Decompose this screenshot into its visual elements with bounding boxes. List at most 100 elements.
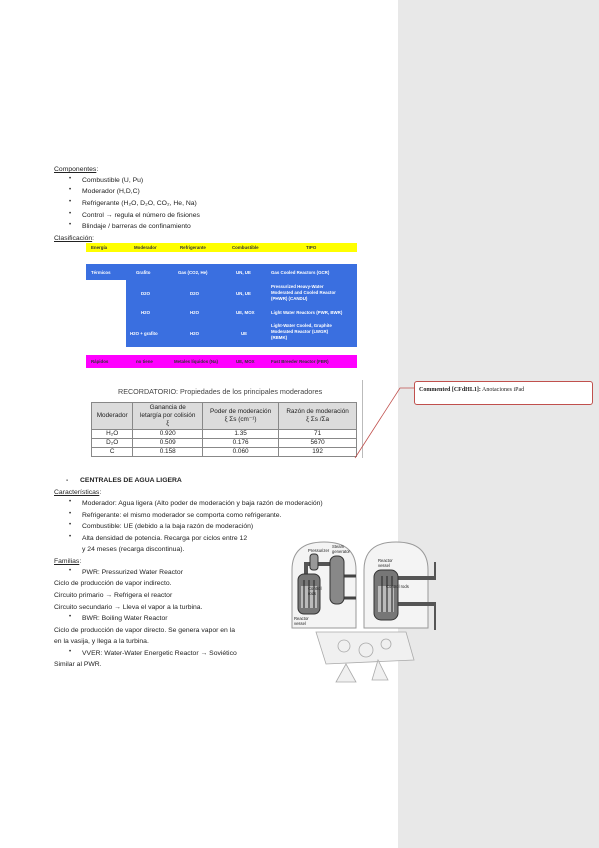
- table-cell: C: [90, 447, 134, 457]
- list-item-continuation: y 24 meses (recarga discontinua).: [82, 546, 185, 553]
- list-item: Refrigerante: el mismo moderador se comp…: [82, 512, 282, 519]
- table-row: D₂O 0.509 0.176 5670: [90, 438, 357, 448]
- tipo-cell: (PHWR) (CANDU): [271, 296, 308, 301]
- table-cell: D₂O: [90, 438, 134, 448]
- comment-connector: [354, 387, 414, 459]
- table-cell: 192: [278, 447, 357, 457]
- table-cell: 1.35: [201, 429, 280, 439]
- text-line: Circuito secundario → Lleva el vapor a l…: [54, 604, 203, 611]
- bullet-icon: •: [69, 499, 72, 505]
- tipo-cell: Moderated and Cooled Reactor: [271, 290, 336, 295]
- list-item: Combustible (U, Pu): [82, 177, 144, 184]
- header-cell: Combustible: [232, 245, 259, 250]
- table-row: H₂O 0.920 1.35 71: [90, 429, 357, 439]
- diagram-label: Pressurizer: [308, 548, 330, 553]
- moderador-cell: no tiene: [136, 359, 153, 364]
- table-cell: 0.509: [132, 438, 203, 448]
- bullet-icon: •: [69, 649, 72, 655]
- text-line: Similar al PWR.: [54, 661, 102, 668]
- list-item: Moderador: Agua ligera (Alto poder de mo…: [82, 500, 323, 507]
- list-item: Combustible: UE (debido a la baja razón …: [82, 523, 254, 530]
- table-block: [126, 280, 357, 347]
- comment-label: Commented [CFdHL1]:: [419, 387, 481, 393]
- comment-margin-pane: [398, 0, 599, 848]
- centrales-heading: CENTRALES DE AGUA LIGERA: [80, 477, 182, 484]
- bullet-icon: •: [69, 522, 72, 528]
- table-cell: 5670: [278, 438, 357, 448]
- table-row: D2O D2O UN, UE Pressurized Heavy-Water M…: [86, 282, 357, 304]
- comment-balloon[interactable]: Commented [CFdHL1]: Anotaciones iPad: [414, 381, 593, 405]
- header-cell: Moderador: [90, 402, 134, 430]
- tipo-cell: Fast Breeder Reactor (FBR): [271, 359, 329, 364]
- list-item: Moderador (H,D,C): [82, 188, 140, 195]
- table-cell: H₂O: [90, 429, 134, 439]
- diagram-label: vessel: [378, 563, 390, 568]
- diagram-label: Control: [308, 586, 322, 591]
- moderador-cell: H2O + grafito: [130, 331, 158, 336]
- refrigerante-cell: D2O: [190, 291, 200, 296]
- bullet-icon: •: [69, 534, 72, 540]
- combustible-cell: UE, MOX: [236, 359, 255, 364]
- clasificacion-heading: Clasificación:: [54, 235, 95, 242]
- refrigerante-cell: Metales líquidos (Na): [174, 359, 218, 364]
- tipo-cell: Gas Cooled Reactors (GCR): [271, 270, 330, 275]
- header-cell: Moderador: [134, 245, 157, 250]
- header-cell: Energía: [91, 245, 108, 250]
- diagram-label: generator: [332, 549, 351, 554]
- table-cell: 0.920: [132, 429, 203, 439]
- table-cell: 0.158: [132, 447, 203, 457]
- list-item: Blindaje / barreras de confinamiento: [82, 223, 191, 230]
- familias-heading: Familias:: [54, 558, 82, 565]
- table-row: C 0.158 0.060 192: [90, 447, 357, 457]
- clasificacion-header-row: Energía Moderador Refrigerante Combustib…: [86, 243, 357, 252]
- bullet-icon: •: [69, 511, 72, 517]
- list-item: Alta densidad de potencia. Recarga por c…: [82, 535, 248, 542]
- diagram-label: vessel: [294, 621, 306, 626]
- bullet-icon: •: [69, 199, 72, 205]
- diagram-label: rods: [308, 591, 316, 596]
- moderador-cell: Grafito: [136, 270, 151, 275]
- energia-cell: Térmicos: [91, 270, 111, 275]
- tipo-cell: Light-Water Cooled, Graphite: [271, 323, 332, 328]
- caracteristicas-heading: Características:: [54, 489, 102, 496]
- componentes-heading: Componentes:: [54, 166, 99, 173]
- tipo-cell: Moderated Reactor (LWGR): [271, 329, 329, 334]
- centrales-dash: -: [66, 477, 69, 484]
- refrigerante-cell: Gas (CO2, He): [178, 270, 208, 275]
- combustible-cell: UN, UE: [236, 270, 251, 275]
- text-line: Circuito primario → Refrigera el reactor: [54, 592, 173, 599]
- list-item: VVER: Water-Water Energetic Reactor → So…: [82, 650, 237, 657]
- list-item: Control → regula el número de fisiones: [82, 212, 200, 219]
- table-row: Rápidos no tiene Metales líquidos (Na) U…: [86, 355, 357, 368]
- moderadores-title: RECORDATORIO: Propiedades de los princip…: [118, 387, 323, 396]
- tipo-cell: Pressurized Heavy-Water: [271, 284, 324, 289]
- refrigerante-cell: H2O: [190, 310, 200, 315]
- diagram-label: Reactor: [294, 616, 309, 621]
- bullet-icon: •: [69, 187, 72, 193]
- table-row: [86, 264, 357, 280]
- table-row: H2O + grafito H2O UE Light-Water Cooled,…: [86, 322, 357, 346]
- list-item: PWR: Pressurized Water Reactor: [82, 569, 183, 576]
- table-cell: 71: [278, 429, 357, 439]
- moderador-cell: D2O: [141, 291, 151, 296]
- bullet-icon: •: [69, 176, 72, 182]
- comment-text: Anotaciones iPad: [482, 387, 525, 393]
- energia-cell: Rápidos: [91, 359, 109, 364]
- bullet-icon: •: [69, 222, 72, 228]
- tipo-cell: Light Water Reactors (PWR, BWR): [271, 310, 343, 315]
- diagram-label: Reactor: [378, 558, 393, 563]
- refrigerante-cell: H2O: [190, 331, 200, 336]
- diagram-label: Control rods: [386, 584, 409, 589]
- combustible-cell: UN, UE: [236, 291, 251, 296]
- tipo-cell: (RBMK): [271, 335, 288, 340]
- text-line: Ciclo de producción de vapor indirecto.: [54, 580, 172, 587]
- combustible-cell: UE: [241, 331, 248, 336]
- diagram-label: Steam: [332, 544, 345, 549]
- bullet-icon: •: [69, 614, 72, 620]
- moderador-cell: H2O: [141, 310, 151, 315]
- combustible-cell: UE, MOX: [236, 310, 255, 315]
